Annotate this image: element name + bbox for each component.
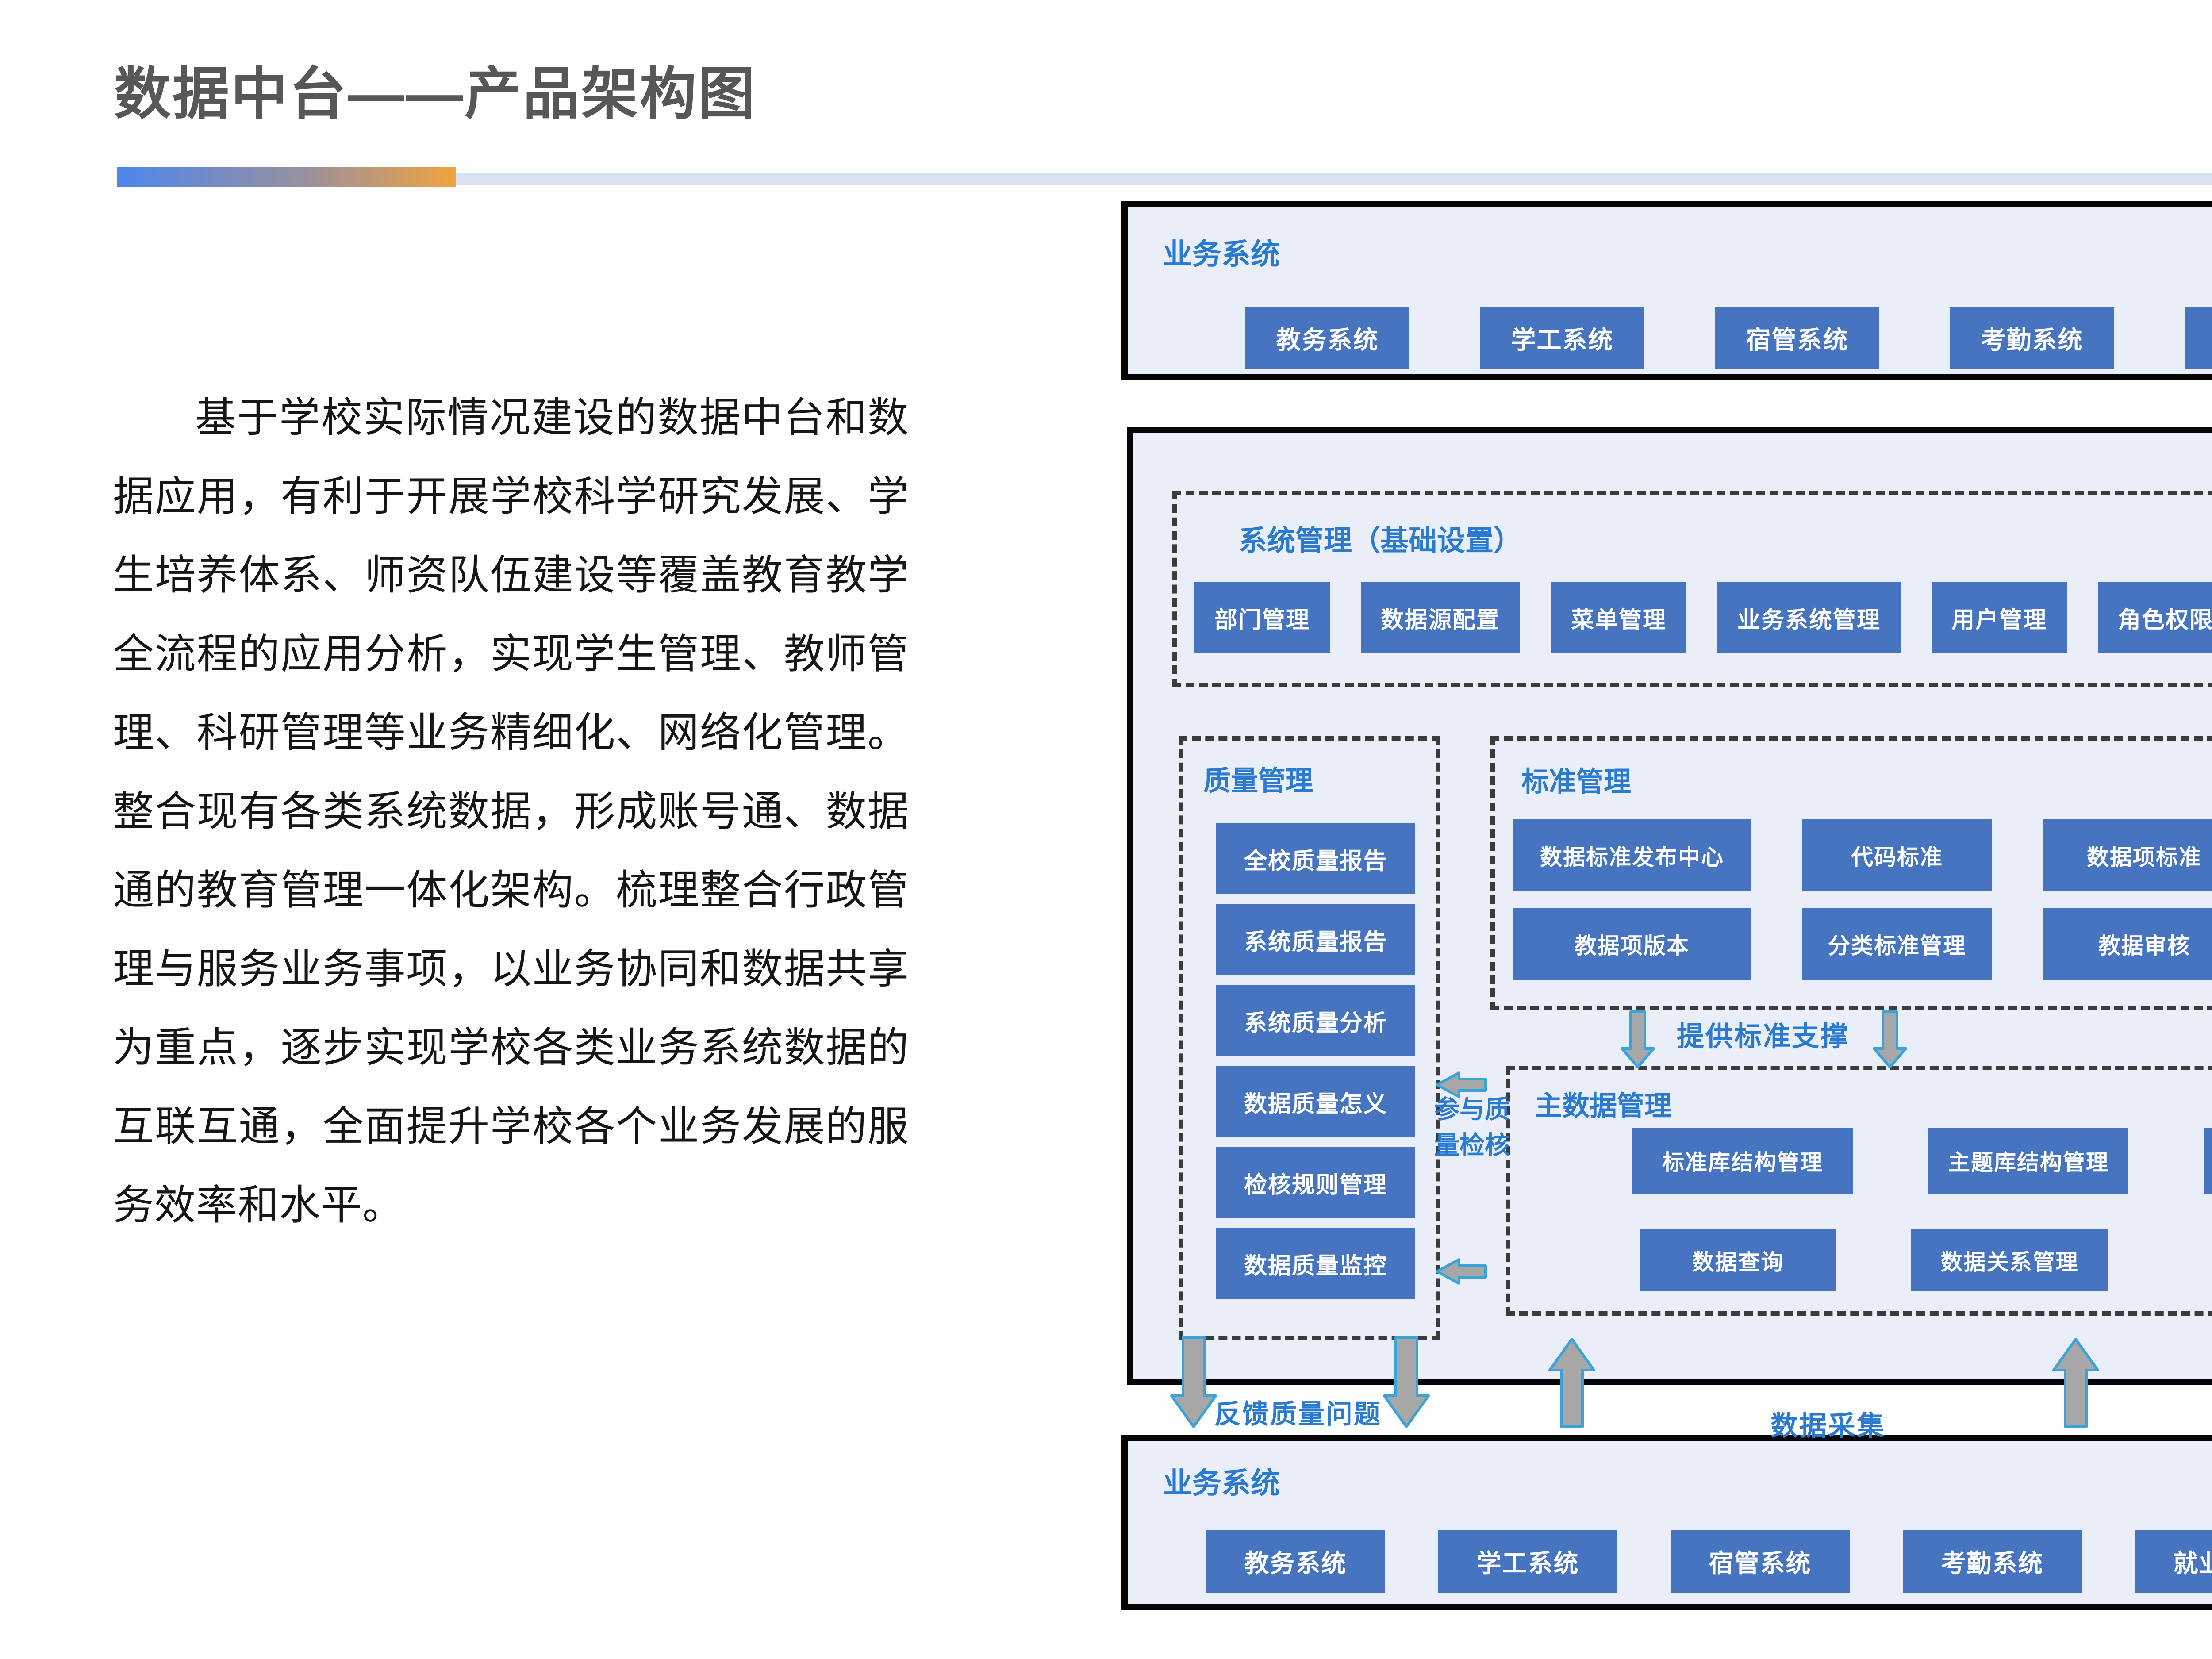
module-chip: 分类标准管理 <box>1802 908 1992 980</box>
module-chip: 检核规则管理 <box>1216 1147 1415 1218</box>
up-arrow-icon <box>2052 1338 2099 1428</box>
module-chip: 教据项版本 <box>1513 908 1751 980</box>
title-accent-bar <box>117 167 456 187</box>
quality-mgmt-list: 全校质量报告系统质量报告系统质量分析数据质量怎义检核规则管理数据质量监控 <box>1216 823 1415 1299</box>
standard-mgmt-row1: 数据标准发布中心代码标准数据项标准元数据管理 <box>1513 819 2212 891</box>
standard-support-label: 提供标准支撑 <box>1677 1022 1850 1052</box>
module-chip: 数据质量怎义 <box>1216 1066 1415 1137</box>
system-chip: 考勤系统 <box>1950 307 2114 369</box>
system-chip: 宿管系统 <box>1715 307 1879 369</box>
section-label: 标准管理 <box>1521 767 1632 797</box>
left-arrow-icon <box>1436 1071 1487 1098</box>
system-chip: 考勤系统 <box>1903 1530 2082 1593</box>
up-arrow-icon <box>1548 1338 1595 1428</box>
down-arrow-icon <box>1621 1010 1655 1068</box>
feedback-quality-label: 反馈质量问题 <box>1214 1399 1382 1429</box>
module-chip: 系统质量分析 <box>1216 985 1415 1056</box>
section-standard-mgmt: 标准管理 数据标准发布中心代码标准数据项标准元数据管理 教据项版本分类标准管理教… <box>1490 736 2212 1010</box>
title-divider-line <box>456 173 2212 185</box>
main-data-row2: 数据查询 数据关系管理 <box>1640 1229 2108 1291</box>
module-chip: 标准库结构管理 <box>1632 1128 1853 1194</box>
section-main-data-mgmt: 主数据管理 标准库结构管理 主题库结构管理 商线表导入 数据查询 数据关系管理 <box>1506 1066 2212 1316</box>
system-chip: 就业系统 <box>2185 307 2212 369</box>
system-chip: 就业系统 <box>2135 1530 2212 1593</box>
module-chip: 数据关系管理 <box>1911 1229 2108 1291</box>
system-chip: 教务系统 <box>1245 307 1409 369</box>
data-platform-panel: 系统管理（基础设置） 部门管理数据源配置菜单管理业务系统管理用户管理角色权限配置… <box>1127 427 2212 1385</box>
module-chip: 角色权限配置 <box>2098 582 2212 653</box>
module-chip: 主题库结构管理 <box>1928 1128 2128 1194</box>
module-chip: 代码标准 <box>1802 819 1992 891</box>
down-arrow-icon <box>1383 1336 1430 1428</box>
business-systems-bottom-panel: 业务系统 教务系统学工系统宿管系统考勤系统就业系统财务系统... <box>1121 1435 2212 1610</box>
section-quality-mgmt: 质量管理 全校质量报告系统质量报告系统质量分析数据质量怎义检核规则管理数据质量监… <box>1179 736 1440 1340</box>
business-systems-top-panel: 业务系统 教务系统学工系统宿管系统考勤系统就业系统财务系统... <box>1121 201 2212 380</box>
module-chip: 部门管理 <box>1194 582 1330 653</box>
section-label: 质量管理 <box>1203 766 1313 796</box>
business-system-row: 教务系统学工系统宿管系统考勤系统就业系统财务系统... <box>1245 307 2212 369</box>
system-mgmt-row: 部门管理数据源配置菜单管理业务系统管理用户管理角色权限配置角色权限配置 <box>1194 582 2212 653</box>
panel-label: 业务系统 <box>1163 1467 1280 1499</box>
module-chip: 菜单管理 <box>1551 582 1687 653</box>
module-chip: 数据项标准 <box>2043 819 2212 891</box>
module-chip: 用户管理 <box>1932 582 2067 653</box>
participate-quality-label: 参与质量检核 <box>1434 1095 1510 1160</box>
module-chip: 全校质量报告 <box>1216 823 1415 894</box>
module-chip: 商线表导入 <box>2204 1128 2212 1194</box>
system-chip: 宿管系统 <box>1671 1530 1850 1593</box>
business-system-row: 教务系统学工系统宿管系统考勤系统就业系统财务系统... <box>1206 1530 2212 1593</box>
module-chip: 数据质量监控 <box>1216 1228 1415 1299</box>
page-title: 数据中台——产品架构图 <box>114 62 757 126</box>
standard-mgmt-row2: 教据项版本分类标准管理教据审核数据标准类型 <box>1513 908 2212 980</box>
down-arrow-icon <box>1170 1336 1217 1428</box>
system-chip: 学工系统 <box>1438 1530 1617 1593</box>
down-arrow-icon <box>1873 1010 1907 1068</box>
section-label: 系统管理（基础设置） <box>1239 525 1522 557</box>
module-chip: 数据标准发布中心 <box>1513 819 1751 891</box>
module-chip: 数据源配置 <box>1361 582 1521 653</box>
panel-label: 业务系统 <box>1163 238 1280 270</box>
system-chip: 教务系统 <box>1206 1530 1385 1593</box>
system-chip: 学工系统 <box>1480 307 1644 369</box>
data-collect-label: 数据采集 <box>1770 1411 1886 1441</box>
left-arrow-icon <box>1436 1258 1487 1285</box>
intro-paragraph: 基于学校实际情况建设的数据中台和数据应用，有利于开展学校科学研究发展、学生培养体… <box>113 395 909 1228</box>
module-chip: 系统质量报告 <box>1216 904 1415 975</box>
main-data-row1: 标准库结构管理 主题库结构管理 商线表导入 <box>1632 1128 2212 1194</box>
section-system-mgmt: 系统管理（基础设置） 部门管理数据源配置菜单管理业务系统管理用户管理角色权限配置… <box>1172 491 2212 687</box>
module-chip: 业务系统管理 <box>1717 582 1901 653</box>
module-chip: 数据查询 <box>1640 1229 1836 1291</box>
section-label: 主数据管理 <box>1535 1091 1672 1121</box>
module-chip: 教据审核 <box>2043 908 2212 980</box>
